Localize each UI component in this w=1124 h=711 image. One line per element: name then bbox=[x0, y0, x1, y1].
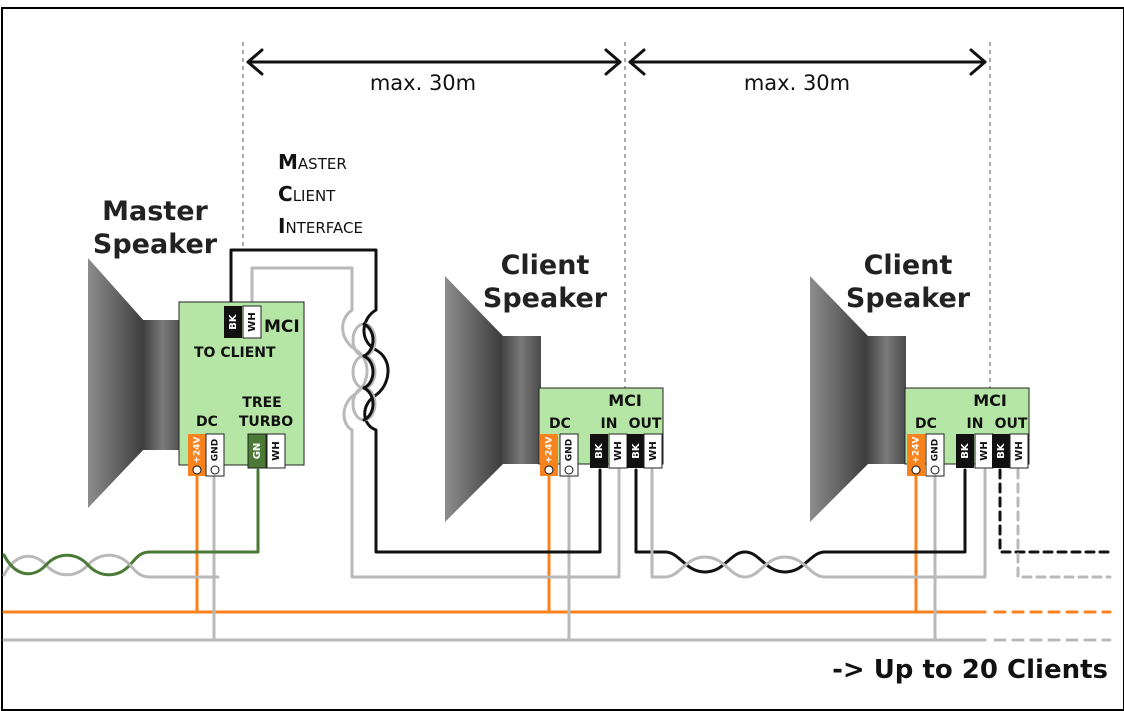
master-turbo-label: TURBO bbox=[239, 414, 293, 430]
client2-mci-label: MCI bbox=[973, 391, 1007, 410]
master-mci-label: MCI bbox=[264, 317, 300, 337]
client1-in-label: IN bbox=[601, 416, 618, 432]
client2-speaker-icon bbox=[810, 276, 906, 522]
mci-black-wire-1 bbox=[229, 248, 602, 554]
client1-pin-out-wh bbox=[643, 433, 663, 469]
client1-pin-24v bbox=[540, 434, 558, 476]
client1-mci-label: MCI bbox=[608, 391, 642, 410]
master-title-line1: Master bbox=[102, 196, 208, 227]
mci-heading: MASTER CLIENT INTERFACE bbox=[278, 150, 363, 238]
svg-text:WH: WH bbox=[247, 312, 258, 331]
mci-black-wire-2 bbox=[634, 468, 967, 574]
svg-text:BK: BK bbox=[631, 442, 642, 459]
svg-text:BK: BK bbox=[996, 442, 1007, 459]
master-pin-gn bbox=[247, 433, 267, 469]
master-dc-label: DC bbox=[196, 414, 218, 430]
client1-pin-gnd bbox=[559, 433, 579, 477]
master-pin-gnd bbox=[205, 433, 225, 477]
svg-text:INTERFACE: INTERFACE bbox=[278, 214, 363, 238]
master-pin-wh bbox=[242, 305, 262, 339]
client1-dc-label: DC bbox=[549, 416, 571, 432]
svg-text:+24V: +24V bbox=[912, 436, 922, 463]
client1-pin-in-bk bbox=[590, 434, 608, 468]
client2-title-line1: Client bbox=[864, 250, 953, 281]
footer-note: -> Up to 20 Clients bbox=[832, 655, 1108, 685]
tree-turbo-pair bbox=[2, 468, 260, 579]
power-wire bbox=[2, 468, 987, 614]
svg-text:GN: GN bbox=[252, 443, 263, 460]
master-pin-tree-wh bbox=[266, 433, 286, 469]
svg-text:WH: WH bbox=[979, 441, 990, 460]
client2-pin-gnd bbox=[925, 433, 945, 477]
svg-text:CLIENT: CLIENT bbox=[278, 182, 336, 206]
master-to-client-label: TO CLIENT bbox=[194, 345, 276, 361]
distance-arrow-master-client1 bbox=[246, 48, 622, 76]
svg-text:BK: BK bbox=[594, 442, 605, 459]
diagram-frame bbox=[1, 7, 1124, 711]
client1-title-line2: Speaker bbox=[483, 283, 608, 314]
client1-out-label: OUT bbox=[629, 416, 662, 432]
svg-text:GND: GND bbox=[565, 439, 575, 461]
client1-title-line1: Client bbox=[501, 250, 590, 281]
client1-board: MCI IN OUT DC +24V GND BK WH BK WH bbox=[538, 387, 664, 477]
master-speaker-icon bbox=[88, 258, 183, 508]
mci-black-wire-continuation bbox=[998, 468, 1112, 554]
client2-pin-out-wh bbox=[1009, 433, 1029, 469]
client2-out-label: OUT bbox=[995, 416, 1028, 432]
distance-label-1: max. 30m bbox=[370, 71, 476, 95]
client2-pin-out-bk bbox=[992, 434, 1010, 468]
distance-arrow-client1-client2 bbox=[628, 48, 987, 76]
svg-text:BK: BK bbox=[228, 313, 239, 330]
svg-text:GND: GND bbox=[211, 439, 221, 461]
distance-guides bbox=[242, 42, 991, 392]
svg-text:BK: BK bbox=[960, 442, 971, 459]
client2-pin-24v bbox=[907, 434, 925, 476]
svg-text:WH: WH bbox=[271, 441, 282, 460]
svg-text:+24V: +24V bbox=[545, 436, 555, 463]
svg-text:MASTER: MASTER bbox=[278, 150, 347, 174]
mci-white-wire-continuation bbox=[1016, 468, 1112, 579]
svg-text:GND: GND bbox=[931, 439, 941, 461]
mci-white-wire-2 bbox=[650, 468, 987, 579]
client1-speaker-icon bbox=[445, 276, 541, 522]
svg-text:WH: WH bbox=[613, 441, 624, 460]
client2-in-label: IN bbox=[967, 416, 984, 432]
svg-text:WH: WH bbox=[1014, 441, 1025, 460]
mci-white-wire-1 bbox=[250, 266, 621, 579]
client2-board: MCI IN OUT DC +24V GND BK WH BK WH bbox=[904, 387, 1030, 477]
master-title-line2: Speaker bbox=[93, 229, 218, 260]
svg-text:+24V: +24V bbox=[193, 436, 203, 463]
ground-wire bbox=[2, 468, 987, 642]
client1-pin-out-bk bbox=[627, 434, 645, 468]
client2-title-line2: Speaker bbox=[846, 283, 971, 314]
master-pin-bk bbox=[224, 306, 242, 338]
mci-twist-loops-1-black bbox=[362, 322, 375, 422]
master-pin-24v bbox=[188, 434, 206, 476]
svg-text:WH: WH bbox=[648, 441, 659, 460]
client2-dc-label: DC bbox=[915, 416, 937, 432]
client2-pin-in-bk bbox=[956, 434, 974, 468]
distance-label-2: max. 30m bbox=[744, 71, 850, 95]
master-tree-label: TREE bbox=[242, 395, 281, 411]
master-board: BK WH MCI TO CLIENT TREE TURBO DC +24V G… bbox=[178, 301, 305, 477]
